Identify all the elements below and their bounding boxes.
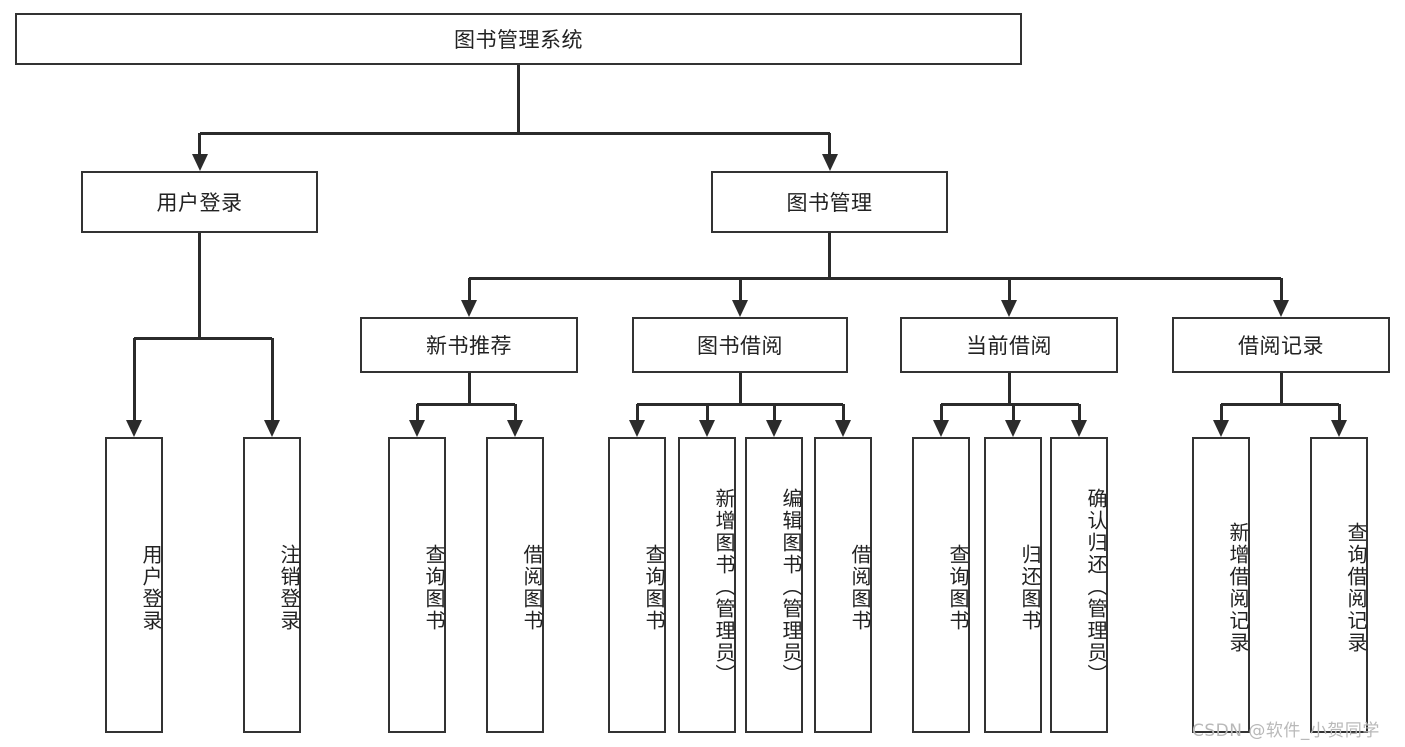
connector-vertical — [738, 278, 742, 302]
node-label: 用户登录 — [139, 544, 163, 632]
node-leaf-borrow-book-2[interactable]: 借阅图书 — [814, 437, 872, 733]
node-label: 图书管理 — [786, 191, 873, 215]
node-label: 编辑图书（管理员） — [779, 487, 803, 686]
node-label: 当前借阅 — [966, 334, 1052, 358]
node-leaf-confirm-return[interactable]: 确认归还（管理员） — [1050, 437, 1108, 733]
arrow-head-icon — [1213, 420, 1229, 437]
connector-horizontal — [1221, 402, 1339, 406]
connector-vertical — [635, 404, 639, 422]
node-label: 新增借阅记录 — [1226, 522, 1250, 654]
connector-vertical — [132, 338, 136, 422]
node-label: 图书管理系统 — [454, 28, 583, 52]
node-borrow-record[interactable]: 借阅记录 — [1172, 317, 1390, 373]
arrow-head-icon — [732, 300, 748, 317]
connector-vertical — [1337, 404, 1341, 422]
node-leaf-edit-book[interactable]: 编辑图书（管理员） — [745, 437, 803, 733]
connector-vertical — [513, 404, 517, 422]
arrow-head-icon — [821, 154, 838, 171]
connector-vertical — [772, 404, 776, 422]
node-label: 查询图书 — [642, 544, 666, 632]
node-leaf-query-book-3[interactable]: 查询图书 — [912, 437, 970, 733]
watermark-text: CSDN @软件_小贺同学 — [1192, 721, 1380, 741]
node-book-borrow[interactable]: 图书借阅 — [632, 317, 848, 373]
node-user-login[interactable]: 用户登录 — [81, 171, 318, 233]
node-leaf-query-book-2[interactable]: 查询图书 — [608, 437, 666, 733]
node-leaf-logout[interactable]: 注销登录 — [243, 437, 301, 733]
arrow-head-icon — [507, 420, 523, 437]
node-root[interactable]: 图书管理系统 — [15, 13, 1022, 65]
arrow-head-icon — [264, 420, 280, 437]
node-leaf-add-book[interactable]: 新增图书（管理员） — [678, 437, 736, 733]
connector-vertical — [828, 233, 831, 278]
arrow-head-icon — [1331, 420, 1347, 437]
connector-vertical — [1011, 404, 1015, 422]
connector-vertical — [1279, 278, 1283, 302]
arrow-head-icon — [1273, 300, 1289, 317]
connector-horizontal — [469, 276, 1281, 280]
connector-vertical — [198, 233, 201, 338]
connector-vertical — [1007, 373, 1011, 404]
connector-vertical — [705, 404, 709, 422]
node-leaf-query-book-1[interactable]: 查询图书 — [388, 437, 446, 733]
arrow-head-icon — [461, 300, 477, 317]
connector-vertical — [467, 373, 471, 404]
arrow-head-icon — [835, 420, 851, 437]
arrow-head-icon — [1001, 300, 1017, 317]
arrow-head-icon — [933, 420, 949, 437]
arrow-head-icon — [1071, 420, 1087, 437]
node-leaf-user-login[interactable]: 用户登录 — [105, 437, 163, 733]
node-label: 新书推荐 — [426, 334, 512, 358]
connector-vertical — [517, 65, 520, 133]
connector-vertical — [828, 133, 831, 156]
connector-vertical — [1007, 278, 1011, 302]
node-label: 借阅记录 — [1238, 334, 1324, 358]
node-label: 借阅图书 — [848, 544, 872, 632]
arrow-head-icon — [409, 420, 425, 437]
node-current-borrow[interactable]: 当前借阅 — [900, 317, 1118, 373]
connector-horizontal — [417, 402, 515, 406]
connector-vertical — [270, 338, 274, 422]
arrow-head-icon — [191, 154, 208, 171]
connector-horizontal — [637, 402, 843, 406]
node-label: 查询图书 — [422, 544, 446, 632]
connector-vertical — [841, 404, 845, 422]
connector-horizontal — [941, 402, 1079, 406]
node-label: 查询借阅记录 — [1344, 522, 1368, 654]
connector-vertical — [198, 133, 201, 156]
node-label: 借阅图书 — [520, 544, 544, 632]
node-label: 确认归还（管理员） — [1084, 487, 1108, 686]
arrow-head-icon — [1005, 420, 1021, 437]
arrow-head-icon — [629, 420, 645, 437]
node-leaf-add-record[interactable]: 新增借阅记录 — [1192, 437, 1250, 733]
node-label: 归还图书 — [1018, 544, 1042, 632]
node-label: 用户登录 — [156, 191, 243, 215]
node-leaf-query-record[interactable]: 查询借阅记录 — [1310, 437, 1368, 733]
node-label: 查询图书 — [946, 544, 970, 632]
node-leaf-borrow-book-1[interactable]: 借阅图书 — [486, 437, 544, 733]
connector-vertical — [1077, 404, 1081, 422]
connector-horizontal — [199, 131, 830, 135]
connector-vertical — [738, 373, 742, 404]
connector-vertical — [1279, 373, 1283, 404]
connector-vertical — [467, 278, 471, 302]
node-new-book-rec[interactable]: 新书推荐 — [360, 317, 578, 373]
arrow-head-icon — [766, 420, 782, 437]
node-label: 注销登录 — [277, 544, 301, 632]
node-label: 新增图书（管理员） — [712, 487, 736, 686]
connector-vertical — [1219, 404, 1223, 422]
connector-vertical — [939, 404, 943, 422]
arrow-head-icon — [126, 420, 142, 437]
arrow-head-icon — [699, 420, 715, 437]
node-label: 图书借阅 — [697, 334, 783, 358]
node-book-manage[interactable]: 图书管理 — [711, 171, 948, 233]
connector-vertical — [415, 404, 419, 422]
connector-horizontal — [134, 336, 272, 340]
node-leaf-return-book[interactable]: 归还图书 — [984, 437, 1042, 733]
